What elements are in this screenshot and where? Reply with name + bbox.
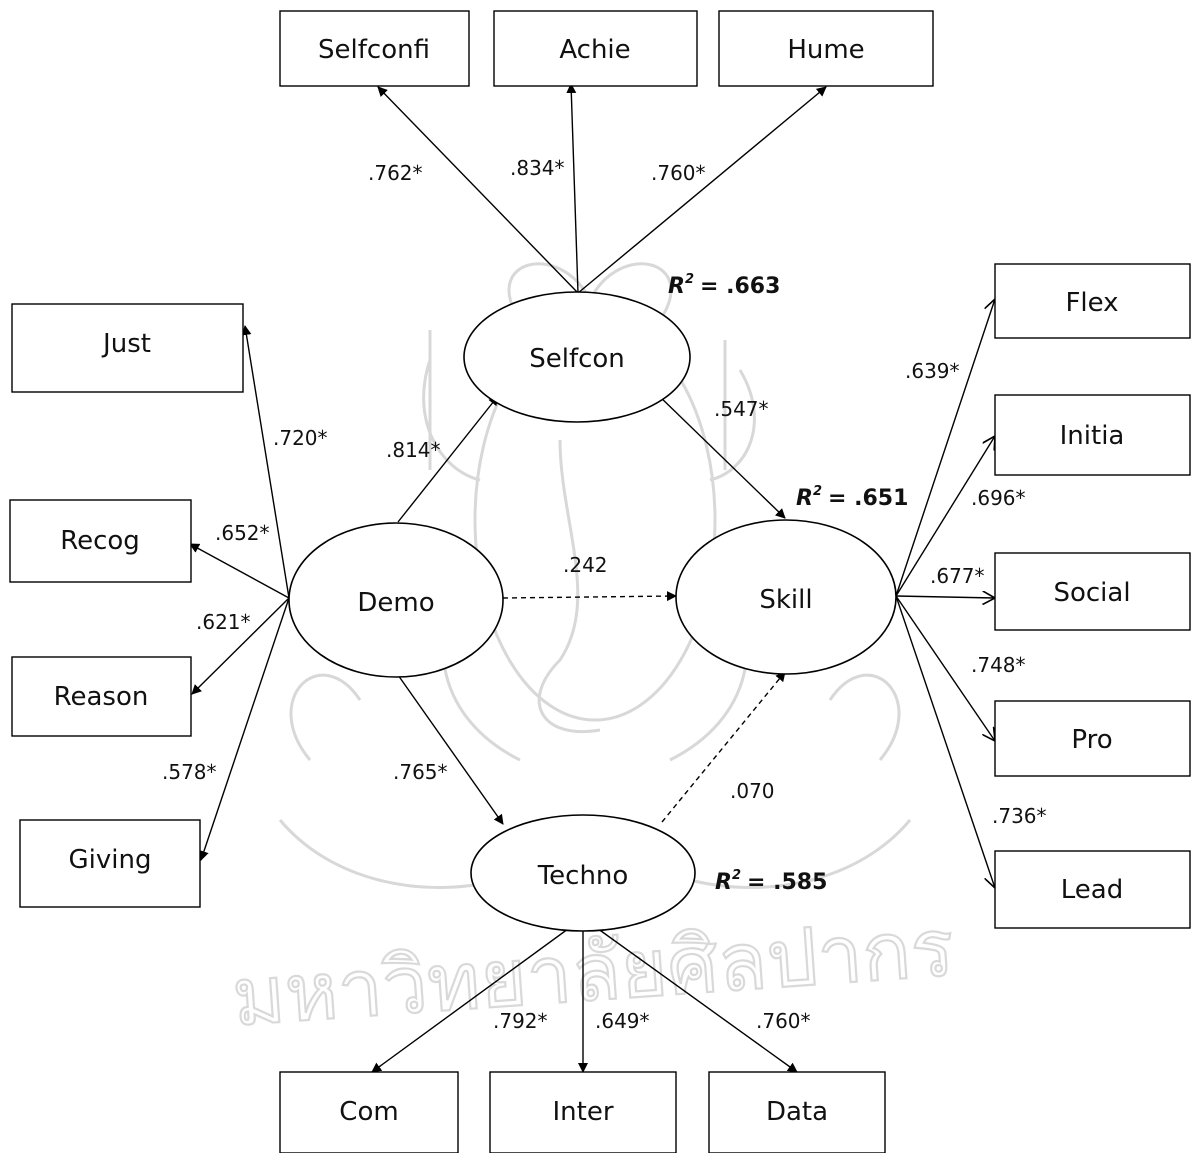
node-lead: Lead <box>994 850 1191 929</box>
coef-demo-techno: .765* <box>393 760 448 784</box>
node-initia: Initia <box>994 394 1191 476</box>
coef-demo-recog: .652* <box>215 521 270 545</box>
svg-text:Skill: Skill <box>759 585 812 615</box>
r2-selfcon: R2= .663 <box>668 272 780 299</box>
edge-skill-pro <box>895 595 995 741</box>
svg-text:Reason: Reason <box>54 682 149 712</box>
coef-demo-reason: .621* <box>196 610 251 634</box>
svg-text:Data: Data <box>766 1097 828 1127</box>
node-data: Data <box>708 1071 886 1153</box>
node-selfcon: Selfcon <box>463 291 691 423</box>
coef-demo-selfcon: .814* <box>386 438 441 462</box>
edge-demo-recog <box>189 543 290 599</box>
node-techno: Techno <box>470 814 696 932</box>
node-com: Com <box>279 1071 459 1153</box>
svg-text:Hume: Hume <box>787 35 864 65</box>
node-recog: Recog <box>9 499 192 583</box>
coef-selfcon-achie: .834* <box>510 156 565 180</box>
svg-text:Initia: Initia <box>1060 421 1125 451</box>
path-coefficients: .762* .834* .760* .720* .652* .621* .578… <box>162 156 1047 1033</box>
r-squared-labels: R2= .663 R2= .651 R2= .585 <box>668 272 908 895</box>
svg-text:Lead: Lead <box>1061 875 1123 905</box>
svg-text:Techno: Techno <box>537 861 629 891</box>
svg-text:Com: Com <box>339 1097 398 1127</box>
coef-demo-just: .720* <box>273 426 328 450</box>
svg-text:Inter: Inter <box>552 1097 613 1127</box>
edge-skill-lead <box>895 595 995 888</box>
latent-ellipses: Selfcon Demo Skill Techno <box>288 291 897 932</box>
coef-selfcon-selfconfi: .762* <box>368 161 423 185</box>
node-demo: Demo <box>288 522 504 678</box>
edge-skill-flex <box>895 299 995 597</box>
edge-techno-com <box>371 917 584 1073</box>
coef-skill-social: .677* <box>930 564 985 588</box>
edge-demo-selfcon <box>397 395 499 523</box>
node-reason: Reason <box>11 656 192 737</box>
edges <box>189 83 995 1073</box>
node-inter: Inter <box>489 1071 677 1153</box>
edge-techno-data <box>582 917 798 1073</box>
coef-skill-lead: .736* <box>992 804 1047 828</box>
edge-skill-initia <box>895 436 995 597</box>
edge-skill-social <box>895 596 995 598</box>
r2-skill: R2= .651 <box>796 484 908 511</box>
node-selfconfi: Selfconfi <box>279 10 470 87</box>
svg-text:Selfconfi: Selfconfi <box>318 35 430 65</box>
svg-text:Social: Social <box>1053 578 1130 608</box>
coef-techno-inter: .649* <box>595 1009 650 1033</box>
node-hume: Hume <box>718 10 934 87</box>
coef-demo-skill: .242 <box>563 553 608 577</box>
edge-selfcon-skill <box>655 392 786 519</box>
observed-boxes: Selfconfi Achie Hume Just Recog Reason G… <box>9 10 1191 1153</box>
node-pro: Pro <box>994 700 1191 777</box>
node-just: Just <box>11 303 244 393</box>
edge-selfcon-achie <box>566 83 579 294</box>
r2-techno: R2= .585 <box>715 868 827 895</box>
edge-selfcon-selfconfi <box>377 86 579 294</box>
svg-text:Achie: Achie <box>559 35 630 65</box>
coef-demo-giving: .578* <box>162 760 217 784</box>
svg-text:Demo: Demo <box>357 588 434 618</box>
svg-text:Flex: Flex <box>1065 288 1118 318</box>
coef-selfcon-skill: .547* <box>714 397 769 421</box>
svg-text:Giving: Giving <box>69 845 152 875</box>
edge-demo-techno <box>397 674 504 825</box>
coef-selfcon-hume: .760* <box>651 161 706 185</box>
node-giving: Giving <box>19 819 201 908</box>
node-skill: Skill <box>675 519 897 675</box>
node-achie: Achie <box>493 10 698 87</box>
edge-demo-reason <box>191 597 290 695</box>
svg-text:Selfcon: Selfcon <box>529 344 625 374</box>
svg-text:Recog: Recog <box>60 526 140 556</box>
coef-techno-com: .792* <box>493 1009 548 1033</box>
coef-skill-initia: .696* <box>971 486 1026 510</box>
edge-demo-just <box>241 325 290 599</box>
edge-demo-skill <box>502 591 677 602</box>
coef-techno-data: .760* <box>756 1009 811 1033</box>
node-social: Social <box>994 552 1191 631</box>
node-flex: Flex <box>994 263 1191 339</box>
edge-demo-giving <box>199 597 290 861</box>
svg-text:Pro: Pro <box>1071 725 1112 755</box>
coef-techno-skill: .070 <box>730 779 775 803</box>
svg-text:Just: Just <box>101 329 151 359</box>
edge-selfcon-hume <box>577 86 827 294</box>
coef-skill-flex: .639* <box>905 359 960 383</box>
coef-skill-pro: .748* <box>971 653 1026 677</box>
